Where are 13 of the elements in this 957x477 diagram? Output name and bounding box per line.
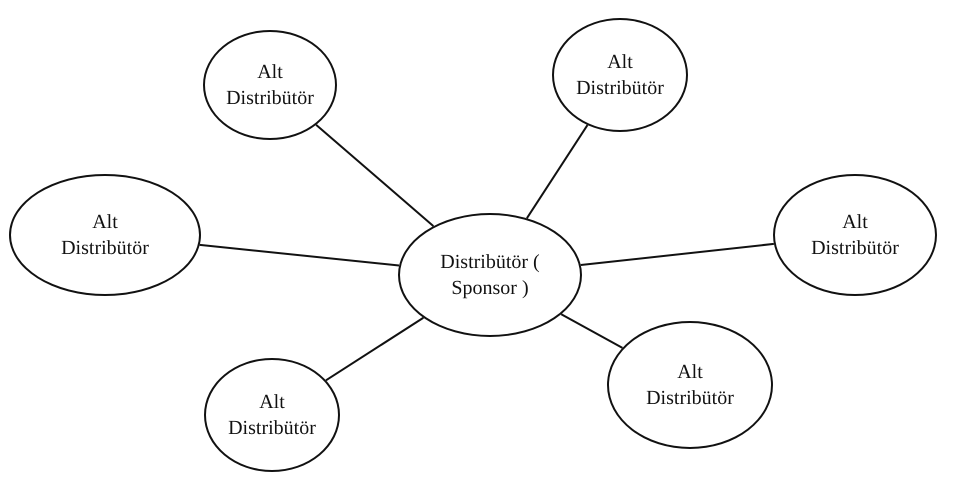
connector-line <box>325 316 424 382</box>
node-label: Alt Distribütör <box>575 50 665 101</box>
node-label: Alt Distribütör <box>225 60 315 111</box>
connector-line <box>526 124 588 219</box>
connector-line <box>316 124 434 227</box>
node-label: Alt Distribütör <box>645 360 735 411</box>
connector-line <box>580 242 774 266</box>
node-label: Alt Distribütör <box>227 390 317 441</box>
node-label: Distribütör ( Sponsor ) <box>440 250 540 301</box>
connector-line <box>200 244 400 267</box>
node-label: Alt Distribütör <box>60 210 150 261</box>
connector-line <box>560 313 623 349</box>
node-label: Alt Distribütör <box>810 210 900 261</box>
